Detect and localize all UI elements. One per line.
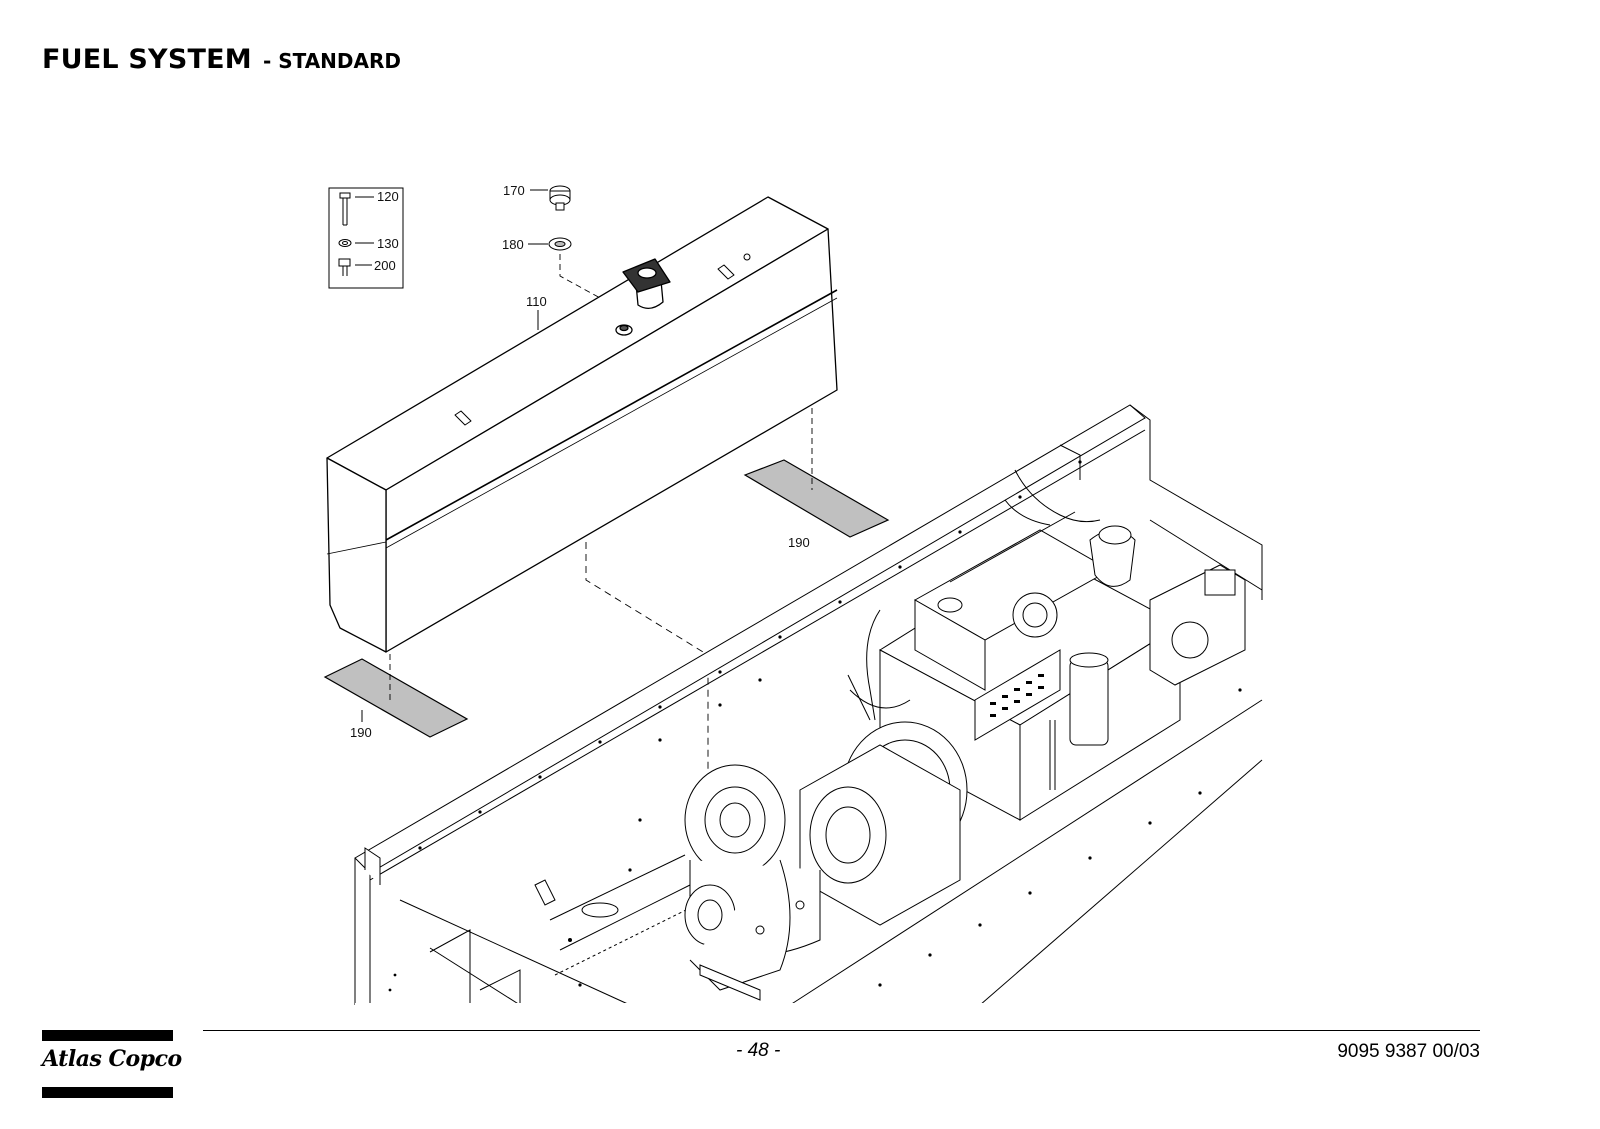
- page-title: FUEL SYSTEM - STANDARD: [42, 38, 401, 76]
- callout-190-right: 190: [788, 535, 810, 550]
- callout-110: 110: [526, 294, 547, 309]
- filler-neck: [622, 258, 671, 309]
- title-main: FUEL SYSTEM: [42, 44, 252, 75]
- atlas-copco-logo: Atlas Copco: [42, 1030, 182, 1098]
- footer-rule: [203, 1030, 1480, 1031]
- page-number: - 48 -: [736, 1040, 781, 1061]
- engine-assembly: [684, 469, 1246, 1001]
- document-number: 9095 9387 00/03: [1337, 1041, 1480, 1062]
- hardware-kit-box: [328, 187, 404, 289]
- rubber-pad-right: [743, 459, 890, 538]
- callout-200: 200: [374, 258, 396, 273]
- callout-120: 120: [377, 189, 399, 204]
- bolt-icon: [339, 192, 351, 226]
- rubber-pad-left: [323, 658, 469, 738]
- callout-130: 130: [377, 236, 399, 251]
- logo-bar-top: [42, 1030, 173, 1041]
- logo-wordmark: Atlas Copco: [42, 1046, 182, 1072]
- cap-washer: [548, 237, 572, 251]
- nut-icon: [338, 258, 351, 276]
- filler-cap: [549, 185, 571, 211]
- washer-icon: [338, 239, 352, 247]
- callout-170: 170: [503, 183, 525, 198]
- fuel-tank: [326, 196, 838, 653]
- callout-190-left: 190: [350, 725, 372, 740]
- callout-180: 180: [502, 237, 524, 252]
- chassis-frame: [354, 404, 1263, 1006]
- logo-bar-bottom: [42, 1087, 173, 1098]
- title-sub: - STANDARD: [262, 49, 401, 73]
